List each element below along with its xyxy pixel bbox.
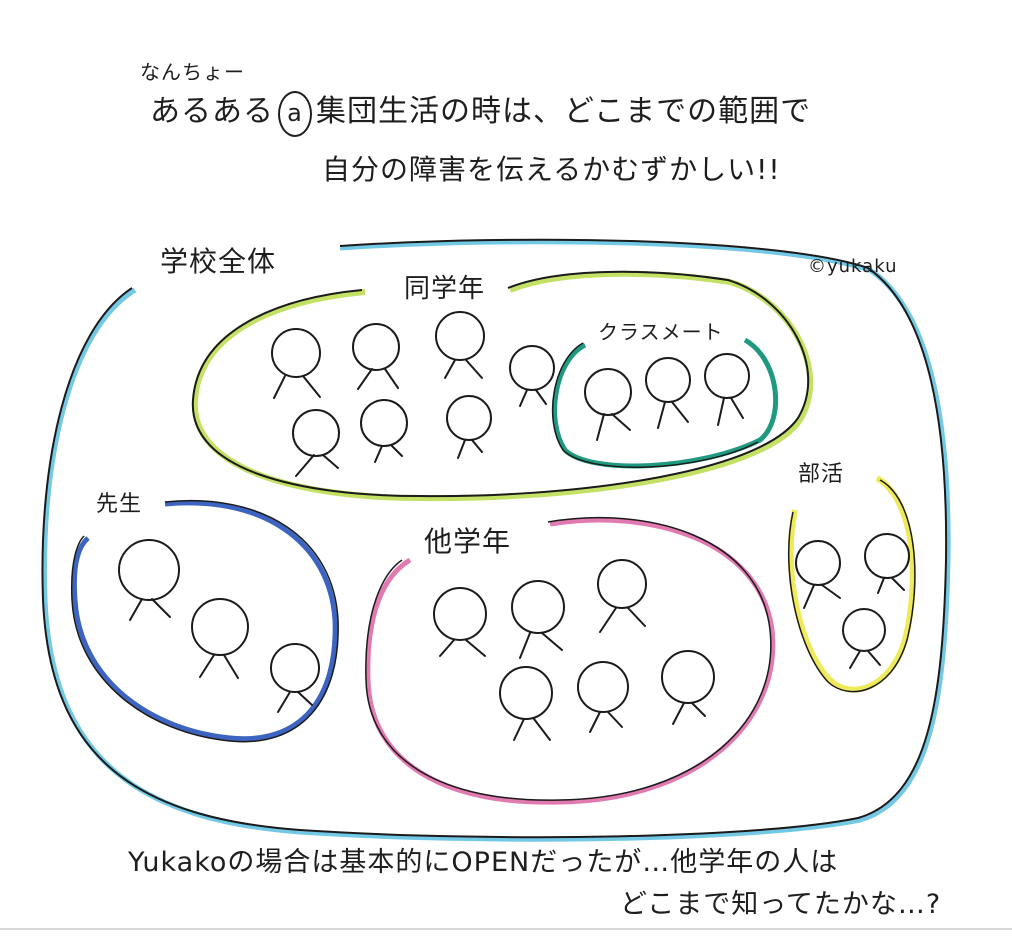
person-icon [584,368,632,441]
title-line-2: 自分の障害を伝えるかむずかしい!! [322,153,781,186]
topic-prefix: あるある [150,94,274,129]
teachers-boundary [70,500,339,743]
person-icon [118,539,180,621]
other-grades-boundary [365,516,776,805]
person-icon [499,666,553,741]
footer-line-1: Yukakoの場合は基本的にOPENだったが…他学年の人は [128,847,839,878]
person-icon [661,650,715,725]
title-main: 集団生活の時は、どこまでの範囲で [316,94,812,129]
person-icon [511,580,565,659]
person-icon [704,353,750,426]
person-icon [864,533,910,594]
footer-line-2: どこまで知ってたかな…? [620,889,942,920]
label-classmates: クラスメート [598,320,724,344]
person-icon [292,409,340,477]
club-boundary [787,475,916,693]
person-icon [597,559,647,633]
club-people [795,533,910,669]
person-icon [360,399,408,463]
label-teachers: 先生 [96,492,143,517]
person-icon [645,357,691,429]
person-icon [352,323,400,390]
same-grade-people [271,311,555,477]
person-icon [191,598,249,679]
classmates-boundary [551,337,779,469]
label-same-grade: 同学年 [404,274,486,304]
classmates-people [584,353,750,441]
label-club: 部活 [798,462,845,487]
same-grade-boundary [191,270,814,502]
label-school-whole: 学校全体 [160,245,277,278]
signature: ©yukaku [808,256,898,277]
school-whole-boundary [41,238,951,842]
page-edge [0,928,1012,930]
person-icon [795,540,841,609]
label-other-grades: 他学年 [424,525,512,558]
person-icon [842,608,886,669]
person-icon [270,643,320,713]
teachers-people [118,539,320,713]
person-icon [433,587,487,657]
person-icon [435,311,485,379]
person-icon [271,328,321,399]
person-icon [509,345,555,407]
person-icon [577,661,629,733]
episode-marker: a [278,91,312,137]
series-label: なんちょー [140,60,245,84]
person-icon [446,395,492,459]
other-grades-people [433,559,715,741]
